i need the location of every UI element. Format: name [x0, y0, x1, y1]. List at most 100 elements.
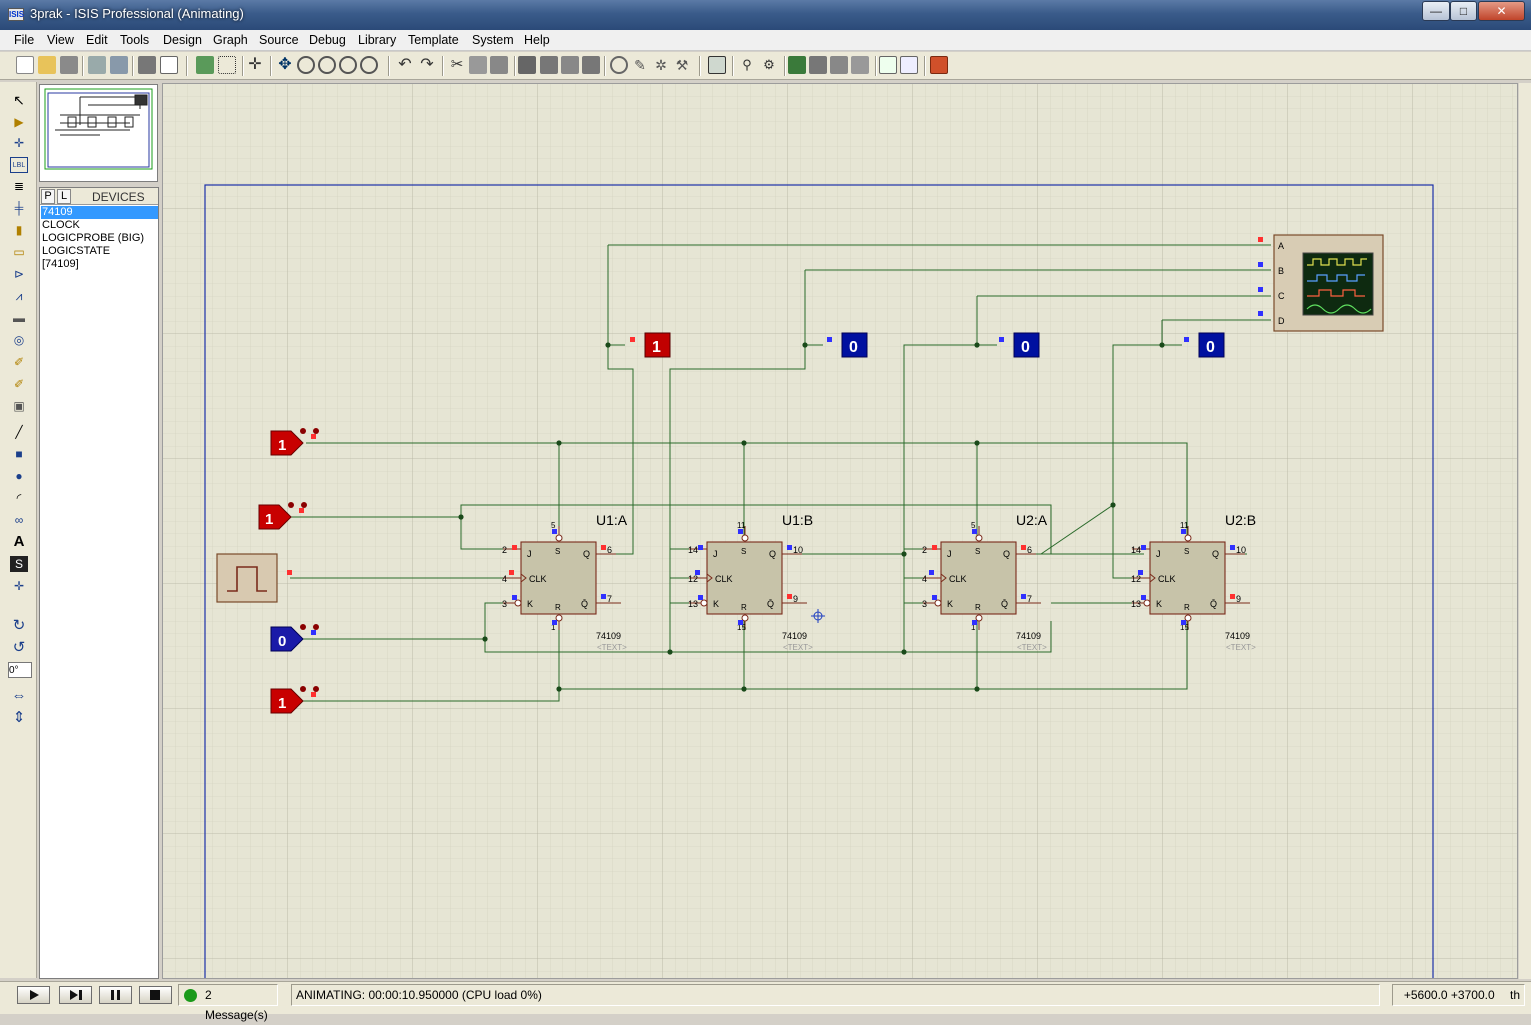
menu-tools[interactable]: Tools	[120, 33, 150, 47]
new-sheet-icon[interactable]	[809, 56, 827, 74]
menu-library[interactable]: Library	[358, 33, 397, 47]
symbol-tool-icon[interactable]: S	[10, 556, 28, 572]
title-bar[interactable]: ISIS 3prak - ISIS Professional (Animatin…	[0, 0, 1531, 30]
voltage-probe-icon[interactable]: ✐	[13, 355, 25, 369]
wire-autorouter-icon[interactable]	[708, 56, 726, 74]
junction-dot-icon[interactable]: ✛	[13, 136, 25, 150]
restore-button[interactable]: □	[1450, 1, 1477, 21]
block-rotate-icon[interactable]	[561, 56, 579, 74]
new-file-icon[interactable]	[16, 56, 34, 74]
stop-button[interactable]	[139, 986, 172, 1004]
rotate-anticlockwise-icon[interactable]: ↺	[12, 639, 26, 656]
marker-tool-icon[interactable]: ✛	[13, 579, 25, 593]
print-icon[interactable]	[138, 56, 156, 74]
menu-view[interactable]: View	[47, 33, 74, 47]
overview-window[interactable]	[39, 84, 158, 182]
mirror-x-icon[interactable]: ⇔	[11, 687, 27, 704]
library-manager-button[interactable]: L	[57, 189, 71, 204]
exit-to-parent-icon[interactable]	[851, 56, 869, 74]
wire-label-icon[interactable]: LBL	[10, 157, 28, 173]
packaging-tool-icon[interactable]: ✲	[655, 57, 667, 73]
zoom-out-icon[interactable]	[318, 56, 336, 74]
page-setup-icon[interactable]	[160, 56, 178, 74]
device-item[interactable]: 74109	[41, 206, 158, 219]
export-icon[interactable]	[110, 56, 128, 74]
zoom-area-icon[interactable]	[360, 56, 378, 74]
logic-state-4[interactable]: 1	[270, 686, 319, 714]
electrical-rules-icon[interactable]	[900, 56, 918, 74]
selection-mode-icon[interactable]: ↖	[13, 92, 25, 108]
open-folder-icon[interactable]	[38, 56, 56, 74]
zoom-all-icon[interactable]	[339, 56, 357, 74]
generator-icon[interactable]: ◎	[13, 333, 25, 347]
text-script-icon[interactable]: ≣	[13, 179, 25, 193]
design-explorer-icon[interactable]	[788, 56, 806, 74]
block-copy-icon[interactable]	[518, 56, 536, 74]
menu-edit[interactable]: Edit	[86, 33, 108, 47]
pan-icon[interactable]: ✥	[278, 56, 292, 73]
play-button[interactable]	[17, 986, 50, 1004]
menu-source[interactable]: Source	[259, 33, 299, 47]
terminals-icon[interactable]: ▭	[13, 245, 25, 259]
paste-icon[interactable]	[490, 56, 508, 74]
device-item[interactable]: [74109]	[42, 258, 79, 270]
virtual-instruments-icon[interactable]: ▣	[13, 399, 25, 413]
logic-state-1[interactable]: 1	[270, 428, 319, 456]
circle-tool-icon[interactable]: ●	[15, 469, 23, 483]
logic-analyzer-scope[interactable]: A B C D	[1258, 234, 1384, 332]
rotate-clockwise-icon[interactable]: ↻	[12, 617, 26, 634]
close-button[interactable]: ✕	[1478, 1, 1525, 21]
component-mode-icon[interactable]: ▶	[14, 115, 24, 129]
menu-system[interactable]: System	[472, 33, 514, 47]
subcircuit-icon[interactable]: ▮	[15, 223, 23, 237]
save-icon[interactable]	[60, 56, 78, 74]
device-item[interactable]: CLOCK	[42, 219, 80, 231]
search-icon[interactable]: ⚲	[742, 57, 752, 72]
device-item[interactable]: LOGICPROBE (BIG)	[42, 232, 145, 244]
line-tool-icon[interactable]: ╱	[15, 425, 23, 439]
block-delete-icon[interactable]	[582, 56, 600, 74]
decompose-icon[interactable]: ⚒	[675, 57, 689, 73]
redraw-icon[interactable]	[196, 56, 214, 74]
redo-icon[interactable]: ↷	[420, 56, 434, 73]
vertical-scrollbar[interactable]	[1519, 83, 1531, 979]
menu-debug[interactable]: Debug	[309, 33, 346, 47]
logic-state-3[interactable]: 0	[270, 624, 319, 652]
menu-design[interactable]: Design	[163, 33, 202, 47]
cut-icon[interactable]: ✂	[450, 56, 464, 73]
clock-generator[interactable]	[216, 553, 292, 603]
menu-graph[interactable]: Graph	[213, 33, 248, 47]
origin-icon[interactable]: ✛	[248, 56, 262, 73]
import-icon[interactable]	[88, 56, 106, 74]
pick-device-icon[interactable]	[610, 56, 628, 74]
zoom-in-icon[interactable]	[297, 56, 315, 74]
make-device-icon[interactable]: ✎	[634, 57, 646, 73]
minimize-button[interactable]: —	[1422, 1, 1450, 21]
text-tool-icon[interactable]: A	[13, 533, 25, 550]
pause-button[interactable]	[99, 986, 132, 1004]
path-tool-icon[interactable]: ∞	[14, 513, 24, 527]
arc-tool-icon[interactable]: ◜	[16, 491, 22, 505]
device-pins-icon[interactable]: ⊳	[13, 267, 25, 281]
messages-panel[interactable]: 2 Message(s)	[178, 984, 278, 1022]
menu-help[interactable]: Help	[524, 33, 550, 47]
block-move-icon[interactable]	[540, 56, 558, 74]
undo-icon[interactable]: ↶	[398, 56, 412, 73]
buses-icon[interactable]: ╪	[14, 201, 24, 215]
bill-of-materials-icon[interactable]	[879, 56, 897, 74]
graph-icon[interactable]: ⩘	[15, 289, 23, 303]
box-tool-icon[interactable]: ■	[15, 447, 23, 461]
menu-template[interactable]: Template	[408, 33, 459, 47]
device-item[interactable]: LOGICSTATE	[42, 245, 111, 257]
pick-devices-button[interactable]: P	[41, 189, 55, 204]
menu-file[interactable]: File	[14, 33, 35, 47]
property-tool-icon[interactable]: ⚙	[763, 57, 775, 72]
grid-icon[interactable]	[218, 56, 236, 74]
mirror-y-icon[interactable]: ⇕	[12, 709, 26, 726]
